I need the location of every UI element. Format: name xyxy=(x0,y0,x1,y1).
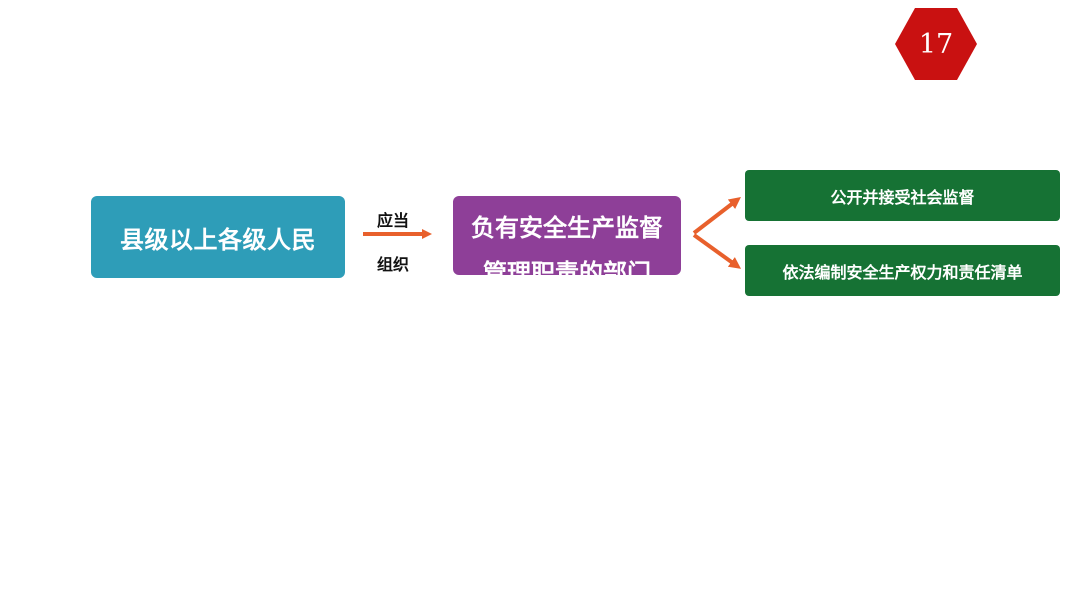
middle-box: 负有安全生产监督 管理职责的部门 xyxy=(453,196,681,275)
target-box-2: 依法编制安全生产权力和责任清单 xyxy=(745,245,1060,296)
source-label: 县级以上各级人民 xyxy=(120,225,316,254)
middle-label-line1: 负有安全生产监督 xyxy=(471,214,663,242)
target-label-2: 依法编制安全生产权力和责任清单 xyxy=(782,262,1023,282)
page-number: 17 xyxy=(918,28,954,60)
target-label-1: 公开并接受社会监督 xyxy=(830,187,975,207)
arrow-middle-to-target-1 xyxy=(692,196,741,235)
middle-label-line2: 管理职责的部门 xyxy=(483,259,651,275)
connector-label-top: 应当 xyxy=(377,211,410,230)
arrow-middle-to-target-2 xyxy=(692,233,742,269)
connector-label-bottom: 组织 xyxy=(377,255,410,274)
target-box-1: 公开并接受社会监督 xyxy=(745,170,1060,221)
page-number-badge: 17 xyxy=(895,8,977,80)
hexagon-icon xyxy=(895,8,977,80)
source-box: 县级以上各级人民 xyxy=(91,196,345,278)
